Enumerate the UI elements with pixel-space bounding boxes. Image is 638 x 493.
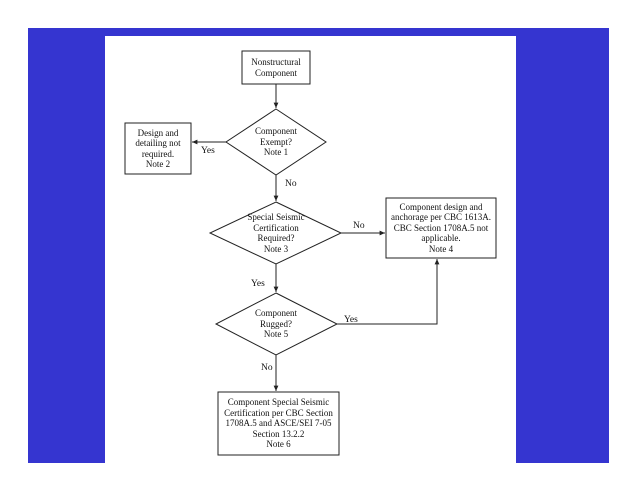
not-required-box (124, 122, 192, 175)
special-yes-label: Yes (251, 279, 265, 289)
certification-box-text: Component Special Seismic Certification … (224, 397, 333, 450)
rugged-yes-label: Yes (344, 315, 358, 325)
special-cert-diamond-text: Special Seismic Certification Required? … (247, 212, 305, 254)
exempt-diamond-text: Component Exempt? Note 1 (255, 126, 297, 158)
cbc-design-box-text: Component design and anchorage per CBC 1… (391, 201, 491, 254)
cbc-design-box (385, 197, 497, 259)
not-required-box-text: Design and detailing not required. Note … (135, 127, 181, 170)
flowchart-page: Nonstructural Component Component Exempt… (105, 36, 516, 493)
arrow-rugged-yes (337, 259, 440, 325)
certification-box (217, 391, 340, 456)
rugged-no-label: No (261, 363, 273, 373)
special-no-label: No (353, 221, 365, 231)
exempt-yes-label: Yes (201, 146, 215, 156)
start-box (241, 50, 311, 85)
start-box-text: Nonstructural Component (251, 57, 301, 78)
exempt-no-label: No (285, 179, 297, 189)
flowchart-connectors (124, 50, 497, 456)
rugged-diamond-text: Component Rugged? Note 5 (255, 308, 297, 340)
